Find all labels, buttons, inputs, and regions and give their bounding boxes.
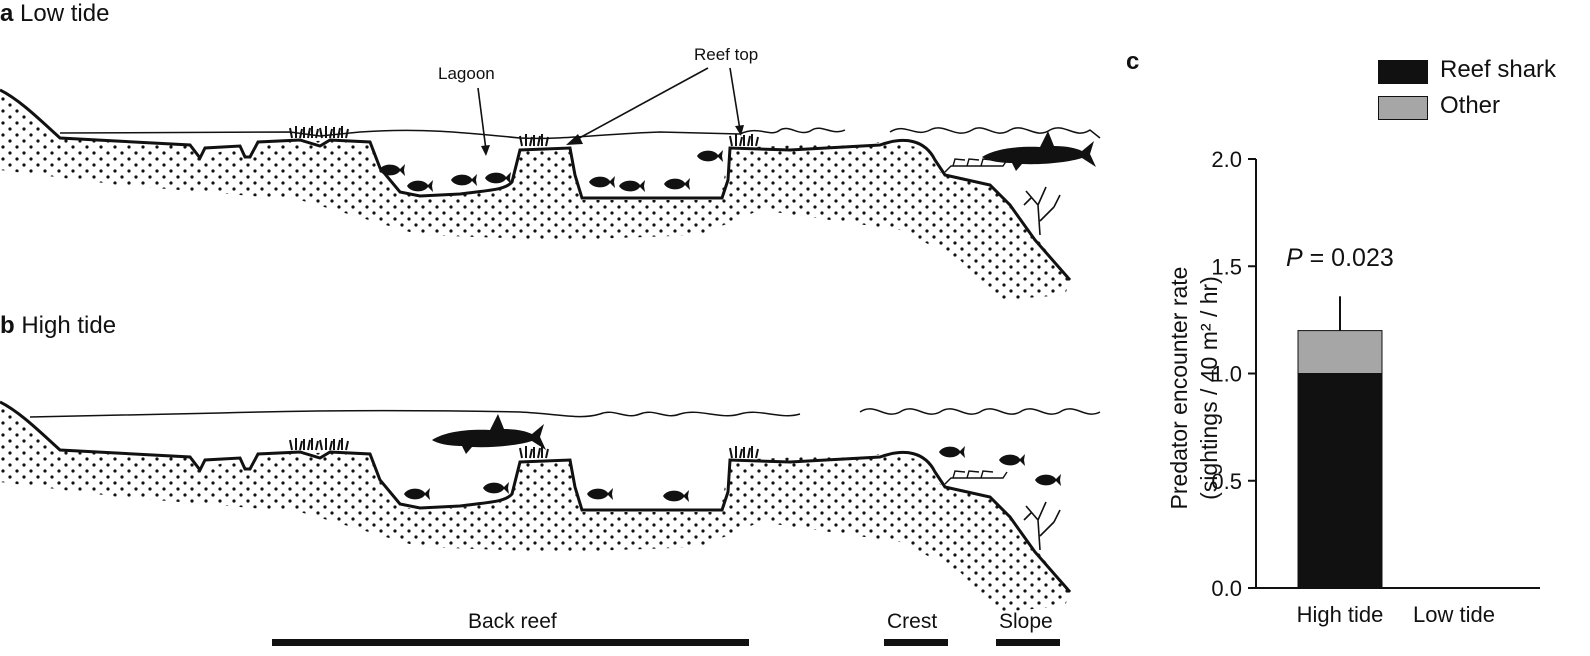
panel-b-label: b High tide <box>0 312 116 340</box>
panel-b-letter: b <box>0 312 15 339</box>
y-axis-title-line2: (sightings / 40 m² / hr) <box>1196 276 1222 500</box>
panel-a-water-surface <box>59 127 1101 140</box>
panel-c-letter-text: c <box>1126 48 1140 75</box>
legend-swatch-other <box>1378 96 1428 120</box>
x-category-label: High tide <box>1297 602 1384 627</box>
back-reef-label: Back reef <box>468 610 557 633</box>
reef-diagram <box>0 67 1101 646</box>
crest-bar <box>884 639 948 646</box>
y-axis-title: Predator encounter rate (sightings / 40 … <box>1164 238 1224 538</box>
p-value-annotation: P = 0.023 <box>1286 244 1394 273</box>
legend-label-reef-shark: Reef shark <box>1440 56 1557 83</box>
y-axis-title-line1: Predator encounter rate <box>1166 266 1192 510</box>
back-reef-bar <box>272 639 749 646</box>
p-symbol: P <box>1286 244 1303 272</box>
panel-b-water-surface <box>29 408 1101 418</box>
slope-bar <box>996 639 1060 646</box>
y-tick-label: 2.0 <box>1211 147 1242 172</box>
panel-a-title: Low tide <box>20 0 110 27</box>
bar-other <box>1297 330 1383 375</box>
bar-reef-shark <box>1297 373 1383 589</box>
panel-a-letter: a <box>0 0 14 27</box>
y-tick-label: 0.0 <box>1211 576 1242 601</box>
legend-label-other: Other <box>1440 92 1501 119</box>
panel-a-diagram <box>0 67 1101 300</box>
panel-a-sediment <box>0 90 1070 300</box>
panel-b-diagram <box>0 400 1101 612</box>
crest-label: Crest <box>887 610 938 633</box>
slope-label: Slope <box>999 610 1053 633</box>
lagoon-label: Lagoon <box>438 64 495 83</box>
panel-b-title: High tide <box>21 312 117 339</box>
reef-top-label: Reef top <box>694 45 759 64</box>
panel-c-letter: c <box>1126 48 1139 76</box>
legend-swatch-reef-shark <box>1378 60 1428 84</box>
panel-a-seafloor <box>0 88 1072 281</box>
panel-b-seafloor <box>0 400 1072 593</box>
p-value: = 0.023 <box>1309 244 1394 272</box>
panel-a-label: a Low tide <box>0 0 109 28</box>
x-category-label: Low tide <box>1413 602 1495 627</box>
legend: Reef shark Other <box>1378 56 1588 126</box>
